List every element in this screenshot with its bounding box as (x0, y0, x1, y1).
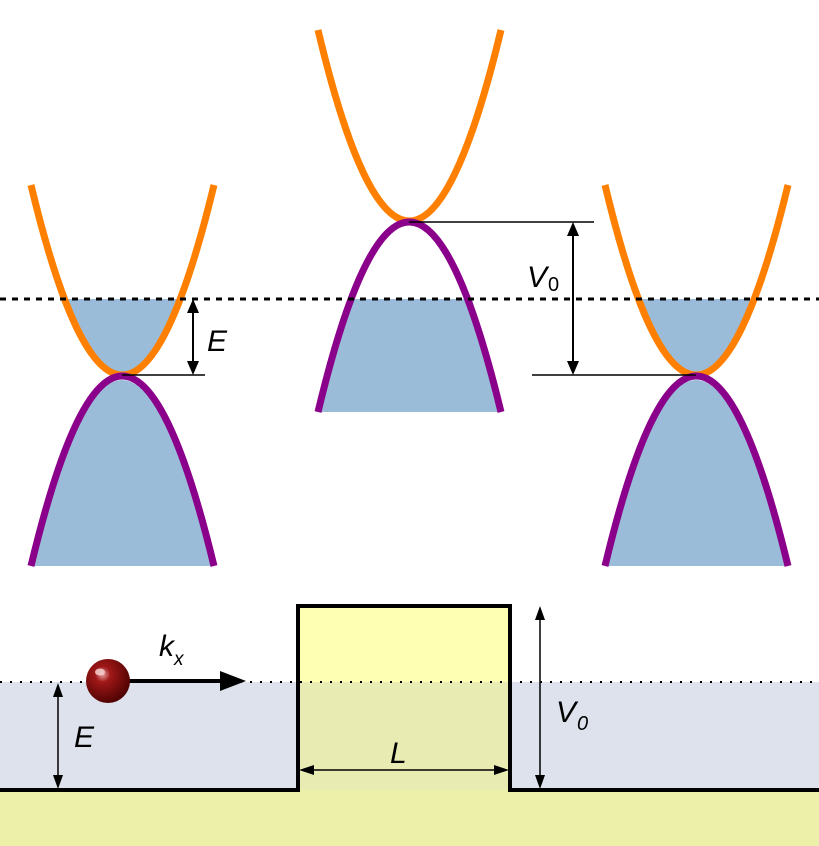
wavevector-label: kx (159, 630, 185, 670)
barrier-outline (0, 604, 819, 792)
band-diagram-right (601, 184, 792, 567)
band-diagram-left (27, 184, 218, 567)
energy-annotation-top: E (122, 299, 228, 376)
energy-label-top: E (207, 325, 228, 358)
barrier-upper (298, 606, 510, 682)
filled-valence-center (320, 299, 501, 412)
barrier-lower (298, 682, 510, 790)
potential-label-bottom: V0 (556, 696, 588, 735)
potential-barrier-diagram: E V0 L kx (0, 604, 819, 846)
energy-label-bottom: E (74, 721, 95, 754)
substrate-region (0, 790, 819, 846)
valence-band-left (27, 372, 218, 567)
width-label: L (390, 737, 407, 770)
potential-annotation-top: V0 (409, 221, 696, 376)
band-diagram-center (314, 29, 505, 413)
electron-sphere-icon (86, 659, 130, 703)
energy-region-left (0, 682, 298, 790)
potential-label-top: V0 (527, 261, 559, 296)
energy-region-right (510, 682, 819, 790)
conduction-band-center (314, 29, 505, 225)
valence-band-right (601, 372, 792, 567)
